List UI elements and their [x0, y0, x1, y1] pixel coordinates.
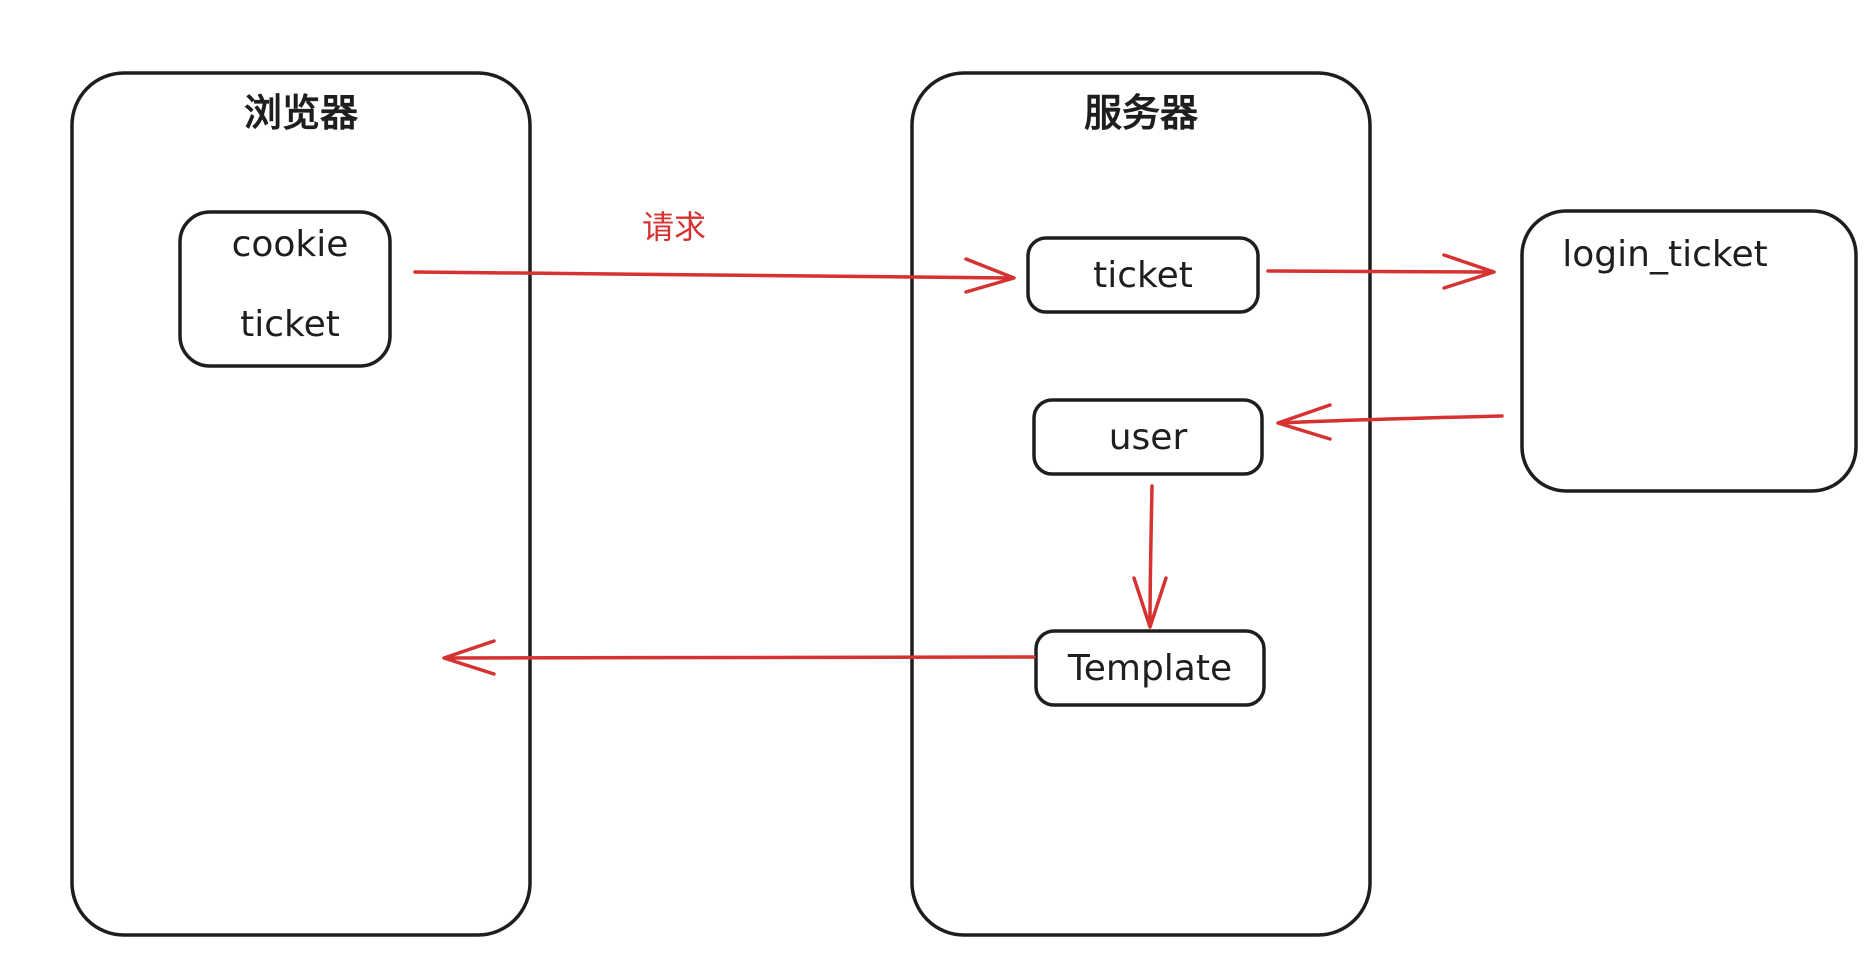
edge-cookie-to-ticket-label: 请求	[642, 208, 706, 246]
edge-template-to-browser-head	[442, 639, 496, 676]
ticket-node[interactable]: ticket	[1026, 236, 1260, 314]
cookie-node[interactable]: cookie ticket	[178, 210, 392, 368]
edge-cookie-to-ticket-line	[413, 270, 1014, 280]
ticket-node-label: ticket	[1093, 255, 1193, 296]
edge-ticket-to-login-ticket[interactable]	[1266, 253, 1496, 290]
user-node-frame	[1032, 398, 1264, 476]
login-ticket-container[interactable]: login_ticket	[1520, 209, 1858, 493]
ticket-node-frame	[1026, 236, 1260, 314]
template-node-label: Template	[1067, 648, 1232, 689]
edge-login-ticket-to-user-line	[1278, 414, 1504, 425]
login-ticket-title: login_ticket	[1562, 234, 1767, 275]
edge-ticket-to-login-ticket-head	[1442, 253, 1496, 290]
template-node-frame	[1034, 629, 1266, 707]
edge-ticket-to-login-ticket-line	[1266, 269, 1494, 274]
edge-user-to-template-line	[1148, 484, 1154, 627]
user-node-label: user	[1109, 417, 1188, 458]
server-title: 服务器	[1084, 91, 1199, 135]
edge-cookie-to-ticket-head	[964, 257, 1016, 294]
edge-login-ticket-to-user[interactable]	[1276, 403, 1504, 441]
user-node[interactable]: user	[1032, 398, 1264, 476]
browser-container-frame	[70, 71, 532, 937]
cookie-node-line2: ticket	[240, 304, 340, 345]
login-ticket-container-frame	[1520, 209, 1858, 493]
browser-title: 浏览器	[244, 91, 359, 135]
edge-template-to-browser-line	[444, 655, 1036, 660]
edge-cookie-to-ticket[interactable]: 请求	[413, 208, 1016, 294]
cookie-node-line1: cookie	[232, 224, 349, 265]
edge-login-ticket-to-user-head	[1276, 403, 1332, 441]
cookie-node-frame	[178, 210, 392, 368]
browser-container[interactable]: 浏览器	[70, 71, 532, 937]
edge-user-to-template-head	[1132, 576, 1168, 629]
server-container-frame	[910, 71, 1372, 937]
edge-user-to-template[interactable]	[1132, 484, 1168, 629]
template-node[interactable]: Template	[1034, 629, 1266, 707]
edge-template-to-browser[interactable]	[442, 639, 1036, 676]
server-container[interactable]: 服务器	[910, 71, 1372, 937]
